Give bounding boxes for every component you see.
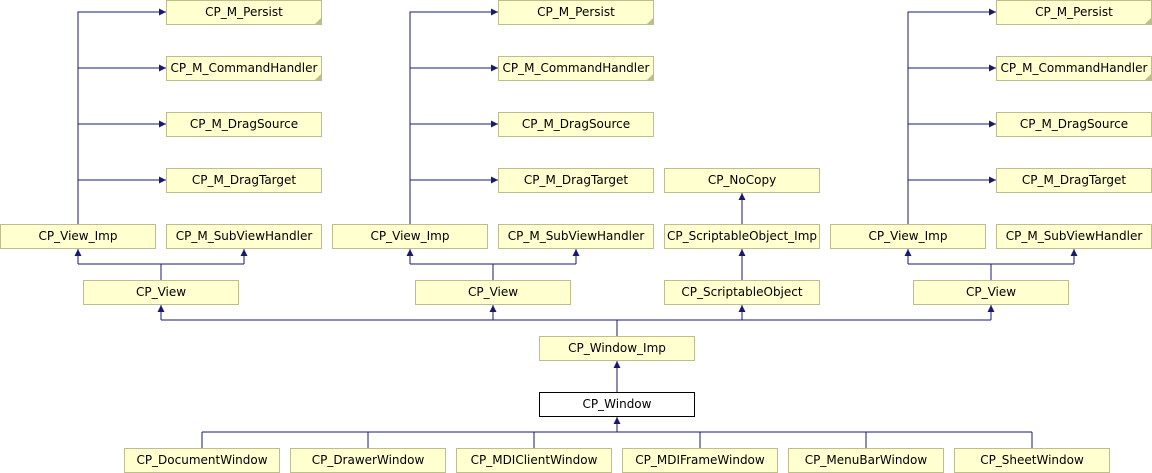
class-node-mdi-frame-window[interactable]: CP_MDIFrameWindow [622, 448, 778, 473]
class-name: CP_M_SubViewHandler [175, 229, 313, 243]
fold-icon [1145, 74, 1151, 80]
class-node-mdi-client-window[interactable]: CP_MDIClientWindow [456, 448, 612, 473]
class-name: CP_Window [582, 397, 652, 411]
class-node-view[interactable]: CP_View [913, 280, 1069, 305]
class-name: CP_M_Persist [205, 5, 283, 19]
class-node-nocopy[interactable]: CP_NoCopy [664, 168, 820, 193]
class-node-persist[interactable]: CP_M_Persist [996, 0, 1152, 25]
class-node-persist[interactable]: CP_M_Persist [498, 0, 654, 25]
class-node-scriptable-object-imp[interactable]: CP_ScriptableObject_Imp [664, 224, 820, 249]
class-node-drag-target[interactable]: CP_M_DragTarget [166, 168, 322, 193]
class-node-window-imp[interactable]: CP_Window_Imp [539, 336, 695, 361]
class-name: CP_SheetWindow [980, 453, 1084, 467]
class-name: CP_MDIFrameWindow [635, 453, 765, 467]
class-node-view[interactable]: CP_View [415, 280, 571, 305]
class-name: CP_M_DragTarget [1021, 173, 1127, 187]
class-node-command-handler[interactable]: CP_M_CommandHandler [498, 56, 654, 81]
class-name: CP_Window_Imp [568, 341, 666, 355]
class-name: CP_M_CommandHandler [1000, 61, 1148, 75]
class-node-view-imp[interactable]: CP_View_Imp [830, 224, 986, 249]
class-node-drag-source[interactable]: CP_M_DragSource [996, 112, 1152, 137]
class-node-sheet-window[interactable]: CP_SheetWindow [954, 448, 1110, 473]
class-node-drawer-window[interactable]: CP_DrawerWindow [290, 448, 446, 473]
class-name: CP_M_SubViewHandler [1005, 229, 1143, 243]
class-node-view[interactable]: CP_View [83, 280, 239, 305]
fold-icon [647, 74, 653, 80]
edge [77, 8, 166, 224]
class-node-subview-handler[interactable]: CP_M_SubViewHandler [498, 224, 654, 249]
class-name: CP_NoCopy [707, 173, 777, 187]
class-name: CP_M_Persist [1035, 5, 1113, 19]
class-name: CP_M_DragTarget [523, 173, 629, 187]
fold-icon [315, 74, 321, 80]
class-name: CP_View_Imp [370, 229, 450, 243]
class-name: CP_M_DragSource [1019, 117, 1129, 131]
class-name: CP_DrawerWindow [311, 453, 425, 467]
class-node-subview-handler[interactable]: CP_M_SubViewHandler [996, 224, 1152, 249]
fold-icon [1145, 18, 1151, 24]
class-name: CP_View [135, 285, 187, 299]
class-name: CP_DocumentWindow [136, 453, 268, 467]
class-node-drag-target[interactable]: CP_M_DragTarget [996, 168, 1152, 193]
class-name: CP_M_DragSource [189, 117, 299, 131]
class-node-subview-handler[interactable]: CP_M_SubViewHandler [166, 224, 322, 249]
class-node-scriptable-object[interactable]: CP_ScriptableObject [664, 280, 820, 305]
class-name: CP_View_Imp [868, 229, 948, 243]
edge [409, 8, 498, 224]
class-name: CP_M_DragSource [521, 117, 631, 131]
class-node-menubar-window[interactable]: CP_MenuBarWindow [788, 448, 944, 473]
edge [907, 8, 996, 224]
class-node-drag-source[interactable]: CP_M_DragSource [498, 112, 654, 137]
class-name: CP_M_Persist [537, 5, 615, 19]
class-node-command-handler[interactable]: CP_M_CommandHandler [166, 56, 322, 81]
class-name: CP_M_CommandHandler [170, 61, 318, 75]
class-node-persist[interactable]: CP_M_Persist [166, 0, 322, 25]
class-node-document-window[interactable]: CP_DocumentWindow [124, 448, 280, 473]
class-name: CP_M_SubViewHandler [507, 229, 645, 243]
class-name: CP_M_DragTarget [191, 173, 297, 187]
class-node-window-current: CP_Window [539, 392, 695, 417]
class-name: CP_View_Imp [38, 229, 118, 243]
class-name: CP_MDIClientWindow [470, 453, 598, 467]
class-node-command-handler[interactable]: CP_M_CommandHandler [996, 56, 1152, 81]
class-name: CP_ScriptableObject [681, 285, 803, 299]
class-name: CP_MenuBarWindow [804, 453, 928, 467]
class-name: CP_View [467, 285, 519, 299]
class-node-drag-target[interactable]: CP_M_DragTarget [498, 168, 654, 193]
class-node-view-imp[interactable]: CP_View_Imp [332, 224, 488, 249]
fold-icon [647, 18, 653, 24]
class-name: CP_ScriptableObject_Imp [666, 229, 818, 243]
class-node-view-imp[interactable]: CP_View_Imp [0, 224, 156, 249]
class-node-drag-source[interactable]: CP_M_DragSource [166, 112, 322, 137]
class-name: CP_M_CommandHandler [502, 61, 650, 75]
class-name: CP_View [965, 285, 1017, 299]
fold-icon [315, 18, 321, 24]
